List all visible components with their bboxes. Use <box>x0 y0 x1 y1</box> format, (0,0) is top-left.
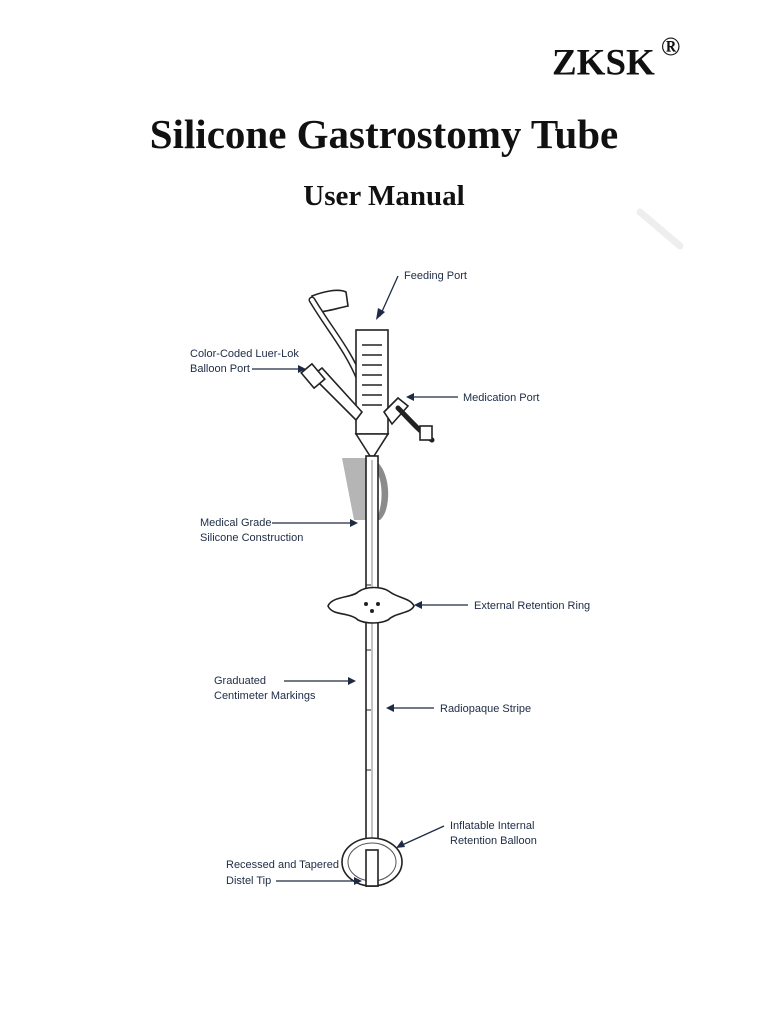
tube-shaft <box>365 455 379 887</box>
feeding-port-cap <box>308 289 364 384</box>
feeding-port-arrow <box>379 275 399 317</box>
label-silicone-line1: Medical Grade <box>200 517 272 529</box>
label-tip-line2: Distel Tip <box>226 875 271 887</box>
tube-hub <box>354 329 390 457</box>
label-balloon-line2: Retention Balloon <box>450 835 537 847</box>
label-medication-port: Medication Port <box>463 392 539 404</box>
brand-logo: ZKSK® <box>552 32 680 84</box>
label-markings-line2: Centimeter Markings <box>214 690 316 702</box>
internal-retention-balloon <box>341 837 403 887</box>
label-balloon-port-line1: Color-Coded Luer-Lok <box>190 348 299 360</box>
watermark-stroke <box>636 208 684 250</box>
registered-mark: ® <box>660 32 681 61</box>
medication-port-branch <box>382 396 435 443</box>
tube-clamp <box>342 458 389 520</box>
document-title: Silicone Gastrostomy Tube <box>149 111 619 157</box>
document-subtitle: User Manual <box>303 180 465 212</box>
label-markings-line1: Graduated <box>214 675 266 687</box>
label-retention-ring: External Retention Ring <box>474 600 590 612</box>
brand-name: ZKSK <box>552 42 655 84</box>
label-balloon-port-line2: Balloon Port <box>190 363 250 375</box>
label-tip-line1: Recessed and Tapered <box>226 859 339 871</box>
balloon-port-branch <box>300 362 364 422</box>
balloon-arrow <box>399 825 445 847</box>
label-radiopaque: Radiopaque Stripe <box>440 703 531 715</box>
label-balloon-line1: Inflatable Internal <box>450 820 534 832</box>
label-silicone-line2: Silicone Construction <box>200 532 303 544</box>
external-retention-ring <box>327 586 415 624</box>
label-feeding-port: Feeding Port <box>404 270 467 282</box>
